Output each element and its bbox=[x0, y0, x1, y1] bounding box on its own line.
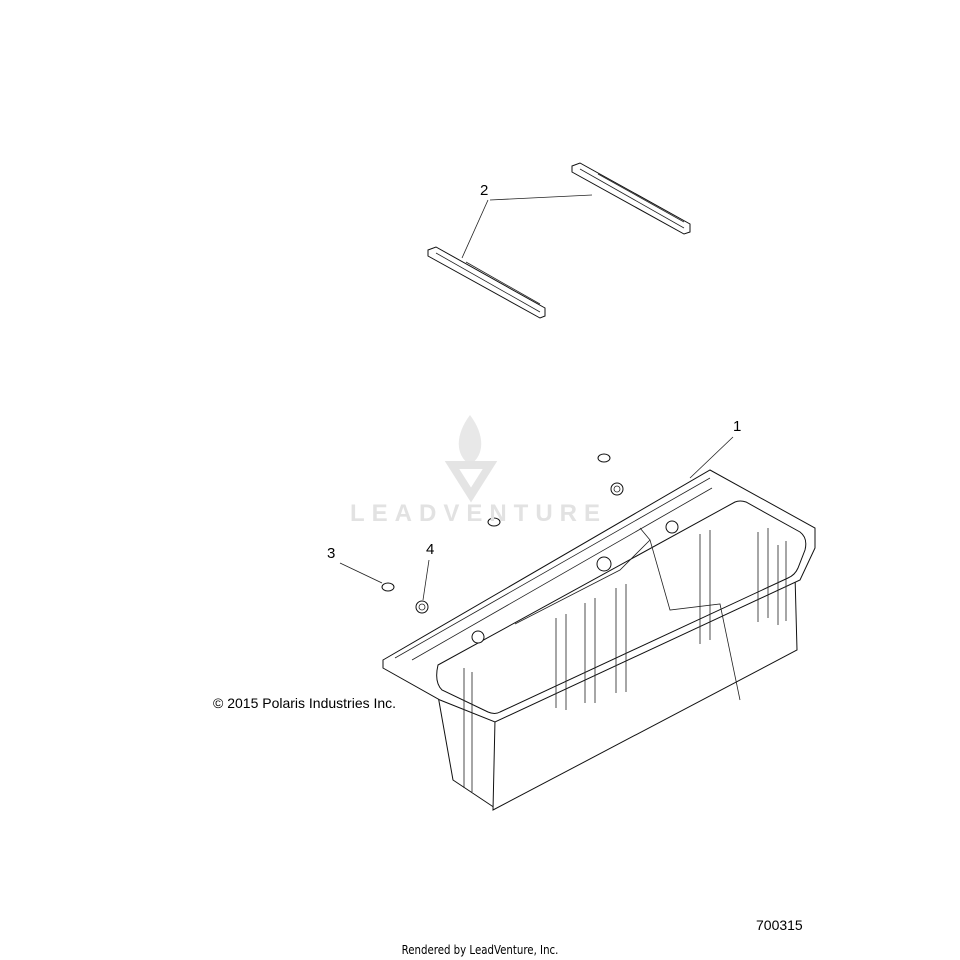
callout-1: 1 bbox=[733, 418, 742, 435]
watermark-logo bbox=[444, 415, 498, 503]
leader-lines bbox=[339, 194, 734, 601]
footer-credit: Rendered by LeadVenture, Inc. bbox=[401, 943, 559, 957]
rail-part-2-lower bbox=[427, 246, 546, 319]
nut-part-4 bbox=[415, 600, 429, 614]
hardware bbox=[381, 453, 624, 614]
rail-part-2-upper bbox=[571, 162, 691, 235]
callout-4: 4 bbox=[426, 541, 435, 558]
storage-tub-part-1 bbox=[382, 469, 816, 811]
watermark-text: LEADVENTURE bbox=[350, 500, 608, 527]
figure-number: 700315 bbox=[756, 917, 803, 933]
callout-3: 3 bbox=[327, 545, 336, 562]
washer-part-3 bbox=[381, 582, 395, 592]
callout-2: 2 bbox=[480, 182, 489, 199]
copyright-text: © 2015 Polaris Industries Inc. bbox=[213, 695, 397, 711]
